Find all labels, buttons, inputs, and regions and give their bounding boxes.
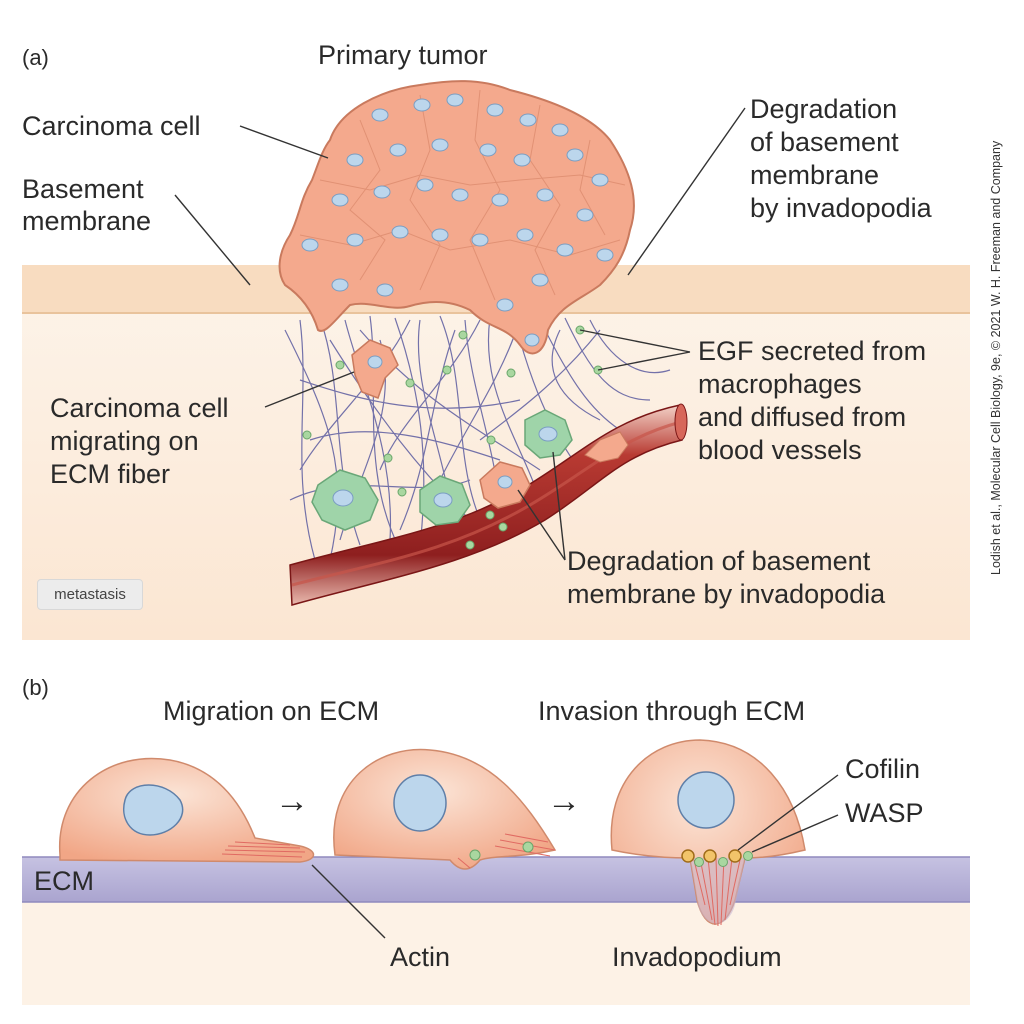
ecm-layer xyxy=(22,857,970,902)
macrophage-1 xyxy=(311,469,379,531)
carcinoma-cell-label: Carcinoma cell xyxy=(22,111,201,141)
tumor-nuclei xyxy=(301,93,614,347)
migrating-cell-label: Carcinoma cell migrating on ECM fiber xyxy=(50,393,236,489)
actin-label: Actin xyxy=(390,942,450,972)
blood-vessel-lumen-line xyxy=(291,420,682,587)
panel-b-label: (b) xyxy=(22,675,49,700)
arrow-1: → xyxy=(275,782,309,820)
cell-1-nucleus xyxy=(123,784,184,836)
panel-a-label: (a) xyxy=(22,45,49,70)
cell-3-nucleus xyxy=(677,771,735,829)
degradation-bottom-label: Degradation of basement membrane by inva… xyxy=(567,546,886,609)
macrophage-2 xyxy=(419,475,471,526)
leader-lines-b xyxy=(311,774,839,939)
migrating-carcinoma-cell xyxy=(351,339,399,399)
wasp-label: WASP xyxy=(845,798,924,828)
arrow-2: → xyxy=(547,782,581,820)
cofilin-dots xyxy=(681,849,742,863)
cell-migration-2 xyxy=(333,748,557,870)
metastasis-tag[interactable]: metastasis xyxy=(37,579,143,610)
invasion-label: Invasion through ECM xyxy=(538,696,805,726)
invading-cell xyxy=(479,461,531,509)
primary-tumor xyxy=(278,80,635,355)
egf-label: EGF secreted from macrophages and diffus… xyxy=(698,336,934,465)
vessel-carcinoma-cell xyxy=(584,431,629,463)
primary-tumor-label: Primary tumor xyxy=(318,40,488,70)
invadopodium-label: Invadopodium xyxy=(612,942,782,972)
migration-label: Migration on ECM xyxy=(163,696,379,726)
ecm-label: ECM xyxy=(34,866,94,896)
basement-membrane-label: Basement membrane xyxy=(22,174,151,236)
cell-2-nucleus xyxy=(393,774,447,832)
wasp-dots xyxy=(694,851,753,867)
leader-lines-a xyxy=(174,107,746,561)
macrophage-3 xyxy=(524,409,573,459)
cell-invasion xyxy=(610,739,806,927)
blood-vessel-end xyxy=(674,403,688,441)
cofilin-label: Cofilin xyxy=(845,754,920,784)
copyright-credit: Lodish et al., Molecular Cell Biology, 9… xyxy=(989,140,1003,575)
cell-migration-1 xyxy=(59,757,315,863)
degradation-top-label: Degradation of basement membrane by inva… xyxy=(750,94,933,223)
egf-particles xyxy=(302,325,603,550)
